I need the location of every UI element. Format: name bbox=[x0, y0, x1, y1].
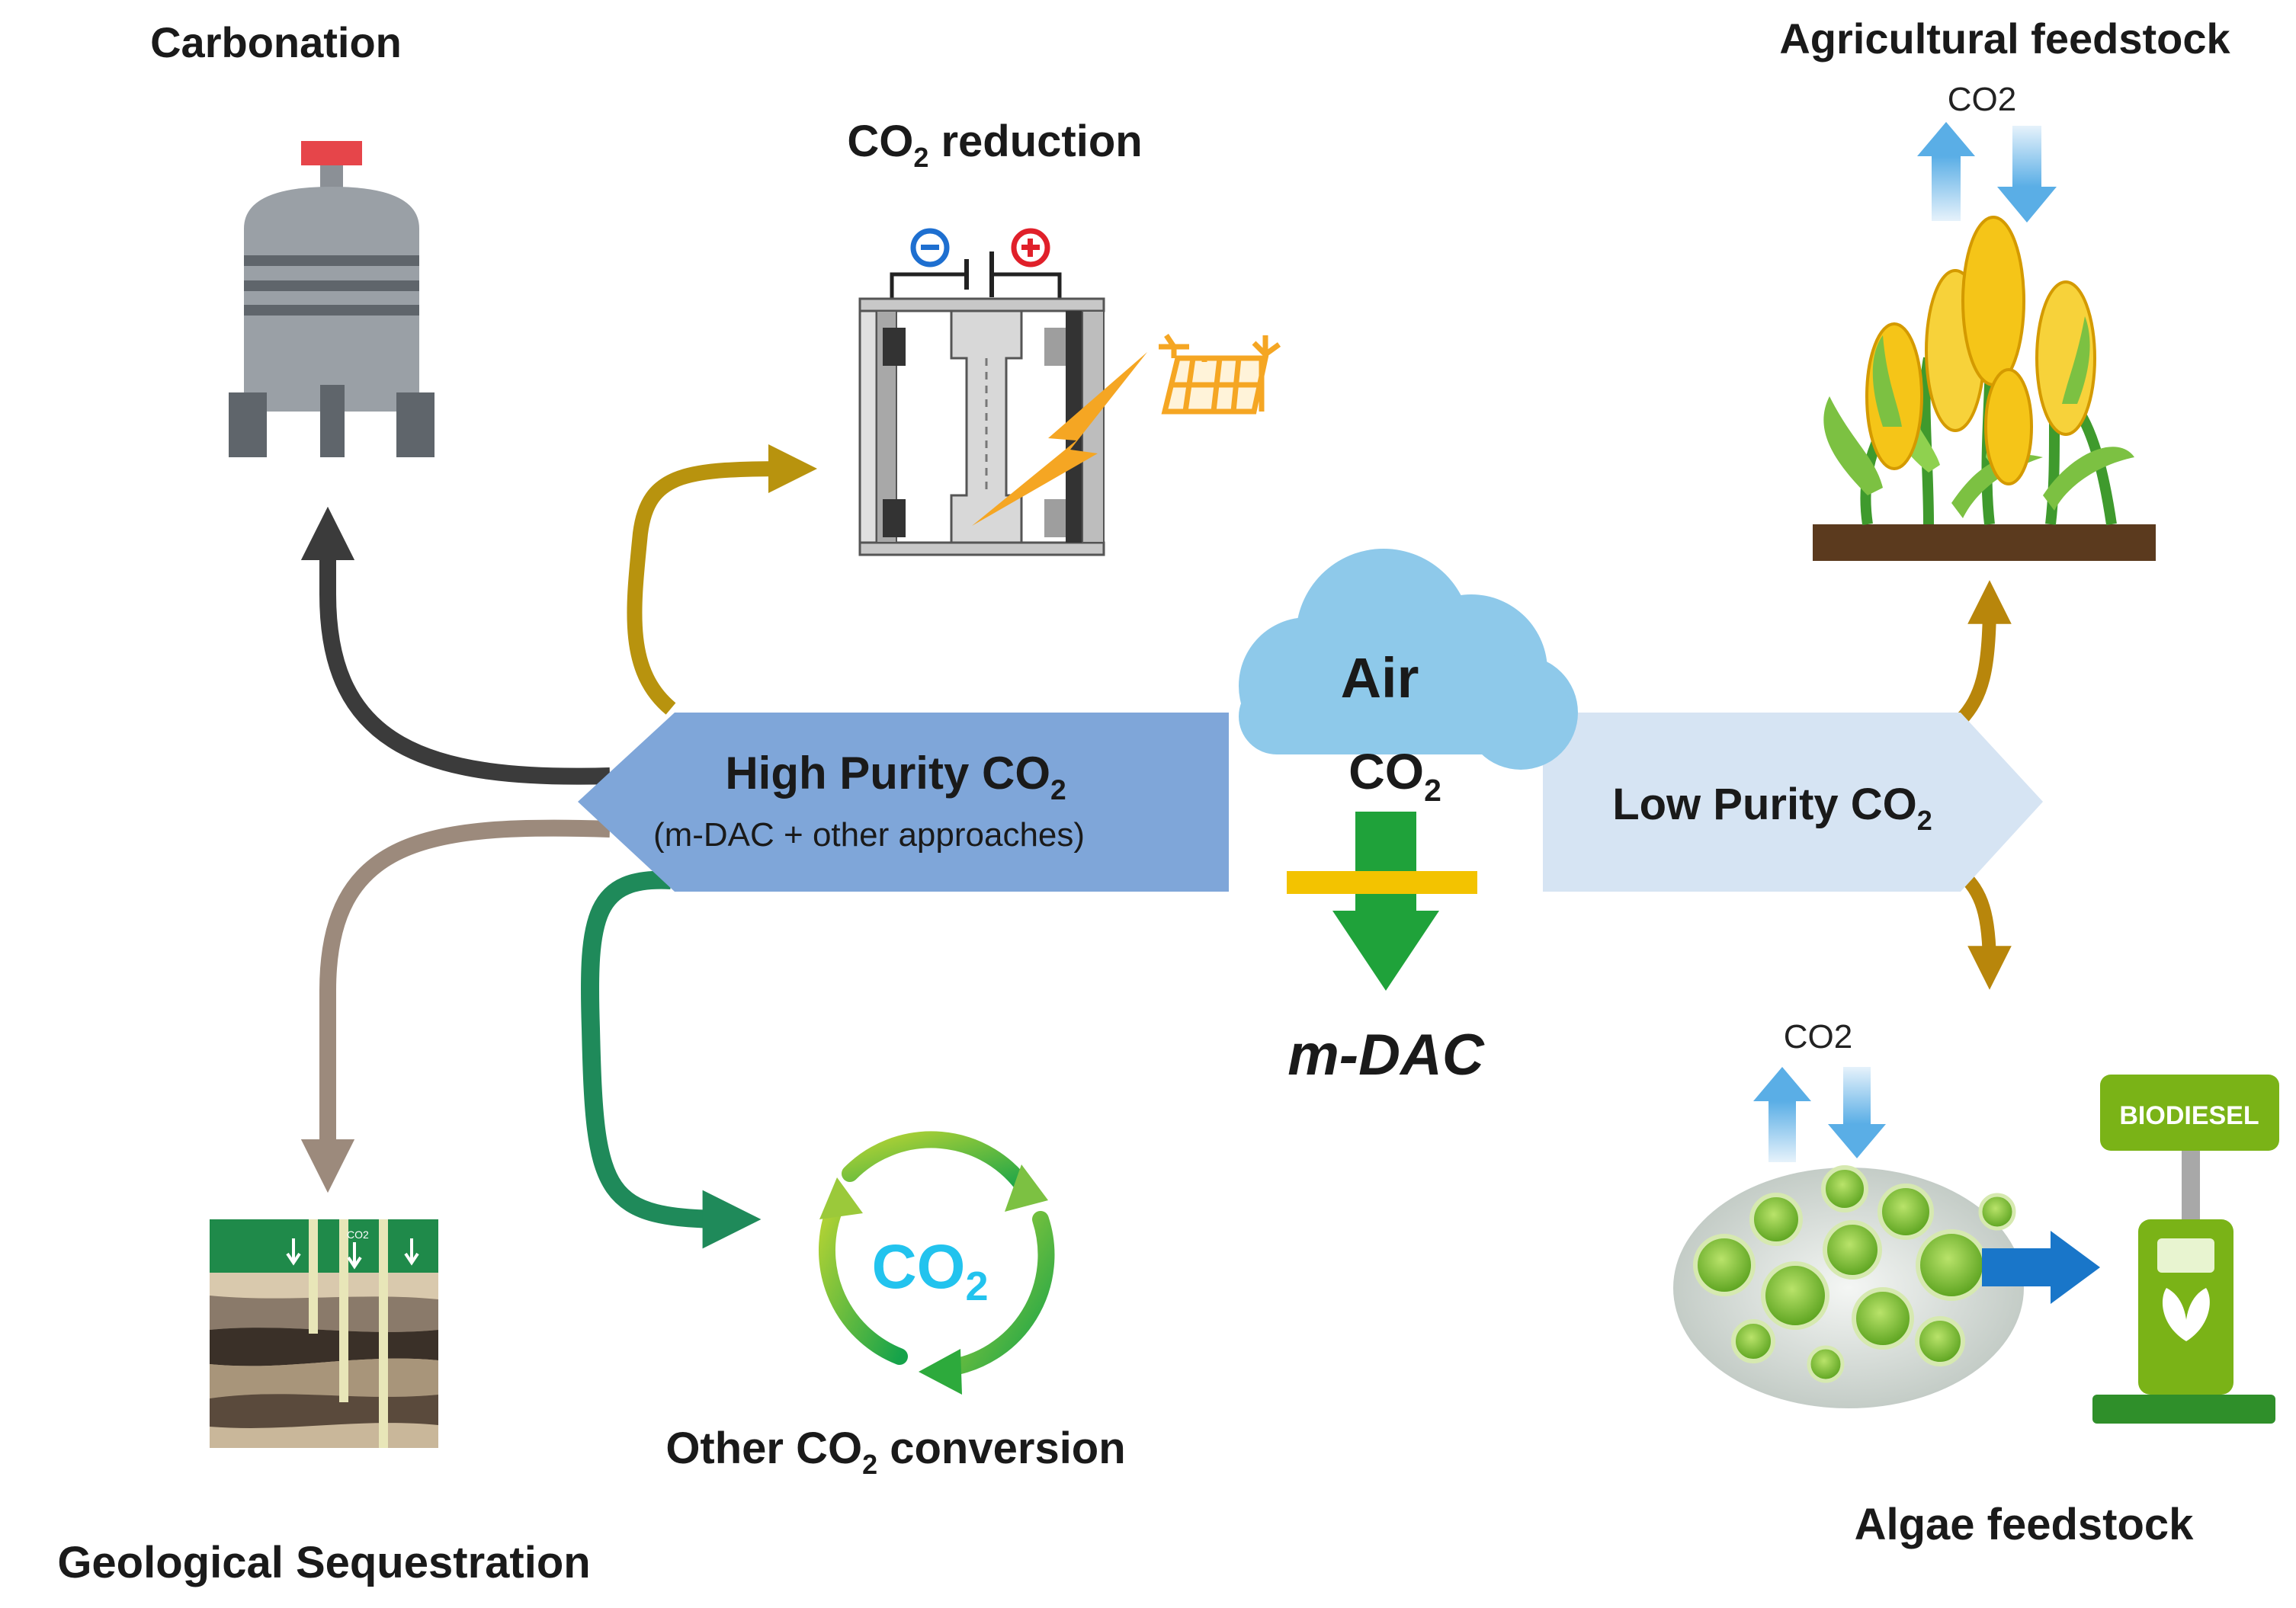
high-purity-label: High Purity CO2 bbox=[725, 748, 1066, 806]
membrane-bar bbox=[1287, 871, 1477, 894]
renewable-icon bbox=[1159, 334, 1281, 415]
cloud-icon bbox=[1239, 549, 1578, 770]
other-conversion-path bbox=[580, 870, 762, 1249]
air-label: Air bbox=[1341, 646, 1419, 710]
mdac-down-arrow bbox=[1332, 812, 1439, 991]
co2-reduction-path bbox=[627, 444, 818, 715]
other-conversion-label: Other CO2 conversion bbox=[665, 1424, 1125, 1480]
fuel-pump-icon: BIODIESEL bbox=[2092, 1075, 2279, 1424]
high-purity-note: (m-DAC + other approaches) bbox=[653, 816, 1085, 854]
low-purity-arrow bbox=[1543, 713, 2043, 892]
low-purity-label: Low Purity CO2 bbox=[1612, 780, 1932, 836]
agri-up-arrow bbox=[1917, 122, 1975, 221]
geo-co2-label: CO2 bbox=[347, 1228, 369, 1241]
mdac-label: m-DAC bbox=[1287, 1023, 1485, 1087]
carbonation-label: Carbonation bbox=[150, 18, 402, 66]
co2-reduction-label: CO2 reduction bbox=[847, 117, 1142, 173]
tank-icon bbox=[229, 141, 435, 457]
cycle-icon bbox=[818, 1131, 1055, 1376]
agricultural-feedstock-label: Agricultural feedstock bbox=[1779, 14, 2230, 62]
cloud-co2-label: CO2 bbox=[1348, 743, 1441, 808]
sequestration-path bbox=[300, 819, 611, 1193]
high-purity-arrow bbox=[578, 713, 1229, 892]
agricultural-path bbox=[1955, 580, 2012, 726]
biodiesel-label: BIODIESEL bbox=[2119, 1101, 2259, 1130]
cycle-co2-label: CO2 bbox=[871, 1232, 988, 1309]
cycle-arrowhead-2 bbox=[919, 1349, 962, 1395]
algae-up-arrow bbox=[1753, 1067, 1811, 1162]
algae-to-biodiesel-arrow bbox=[1982, 1231, 2100, 1304]
cycle-arrowhead-1 bbox=[1005, 1164, 1048, 1212]
cycle-arrowhead-3 bbox=[819, 1177, 863, 1219]
geological-sequestration-label: Geological Sequestration bbox=[57, 1538, 590, 1587]
algae-feedstock-label: Algae feedstock bbox=[1855, 1500, 2195, 1549]
agri-down-arrow bbox=[1997, 126, 2057, 223]
algae-co2-label: CO2 bbox=[1784, 1018, 1852, 1055]
geology-icon: CO2 bbox=[210, 1219, 438, 1448]
algae-down-arrow bbox=[1828, 1067, 1886, 1158]
carbonation-path bbox=[300, 506, 611, 785]
corn-icon bbox=[1813, 216, 2156, 561]
electrolyzer-icon bbox=[858, 228, 1147, 556]
algae-icon bbox=[1673, 1165, 2024, 1408]
agri-co2-label: CO2 bbox=[1948, 81, 2016, 118]
